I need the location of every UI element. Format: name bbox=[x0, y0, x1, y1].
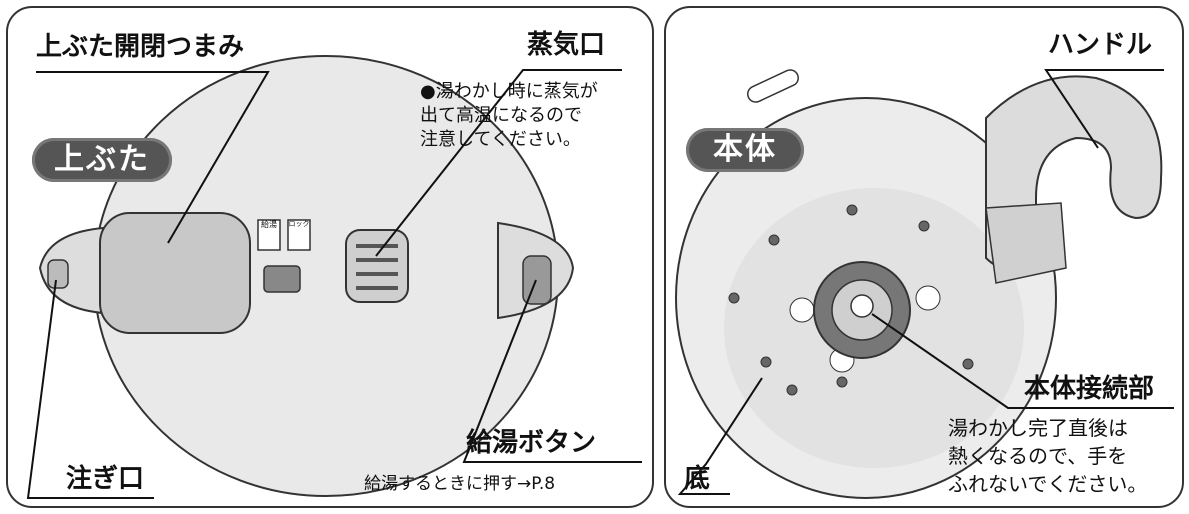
connector-note: 湯わかし完了直後は 熱くなるので、手を ふれないでください。 bbox=[948, 416, 1148, 496]
body-illustration bbox=[675, 69, 1174, 499]
connector-label: 本体接続部 bbox=[1024, 374, 1155, 404]
handle-leader bbox=[1044, 69, 1164, 149]
lid-knob-shape bbox=[99, 212, 251, 334]
lid-illustration bbox=[26, 55, 642, 499]
spout-shape bbox=[38, 226, 104, 315]
spout-label: 注ぎ口 bbox=[66, 464, 145, 494]
spout-tip bbox=[47, 259, 69, 289]
steam-vent-label: 蒸気口 bbox=[527, 30, 606, 60]
lid-knob-label: 上ぶた開閉つまみ bbox=[36, 32, 245, 62]
pour-indicator-shape bbox=[257, 219, 281, 251]
lid-knob-leader bbox=[36, 71, 270, 244]
body-diagram-panel: 本体 ハンドル 本体接続部 湯わかし完了直後は 熱くなるので、手を ふれないでく… bbox=[664, 6, 1184, 508]
pour-indicator-text: 給湯 bbox=[261, 220, 277, 229]
pour-button-shape bbox=[522, 255, 552, 305]
handle-label: ハンドル bbox=[1048, 30, 1153, 60]
pour-button-note: 給湯するときに押す→P.8 bbox=[364, 474, 556, 494]
lock-indicator-text: ロック bbox=[288, 220, 310, 228]
lock-button-shape bbox=[263, 265, 301, 293]
body-badge: 本体 bbox=[686, 128, 804, 172]
steam-vent-leader bbox=[375, 69, 622, 257]
lid-badge: 上ぶた bbox=[32, 138, 172, 182]
lock-indicator-shape bbox=[287, 219, 311, 251]
pour-button-label: 給湯ボタン bbox=[466, 428, 597, 458]
lid-diagram-panel: 上ぶた開閉つまみ 蒸気口 ●湯わかし時に蒸気が 出て高温になるので 注意してくだ… bbox=[6, 6, 654, 508]
steam-vent-shape bbox=[345, 229, 409, 303]
connector-leader bbox=[871, 313, 1174, 409]
pour-button-leader bbox=[462, 279, 642, 463]
spout-leader bbox=[26, 279, 154, 499]
steam-vent-note: ●湯わかし時に蒸気が 出て高温になるので 注意してください。 bbox=[420, 81, 598, 150]
bottom-label: 底 bbox=[684, 464, 711, 494]
bottom-leader bbox=[677, 377, 763, 495]
